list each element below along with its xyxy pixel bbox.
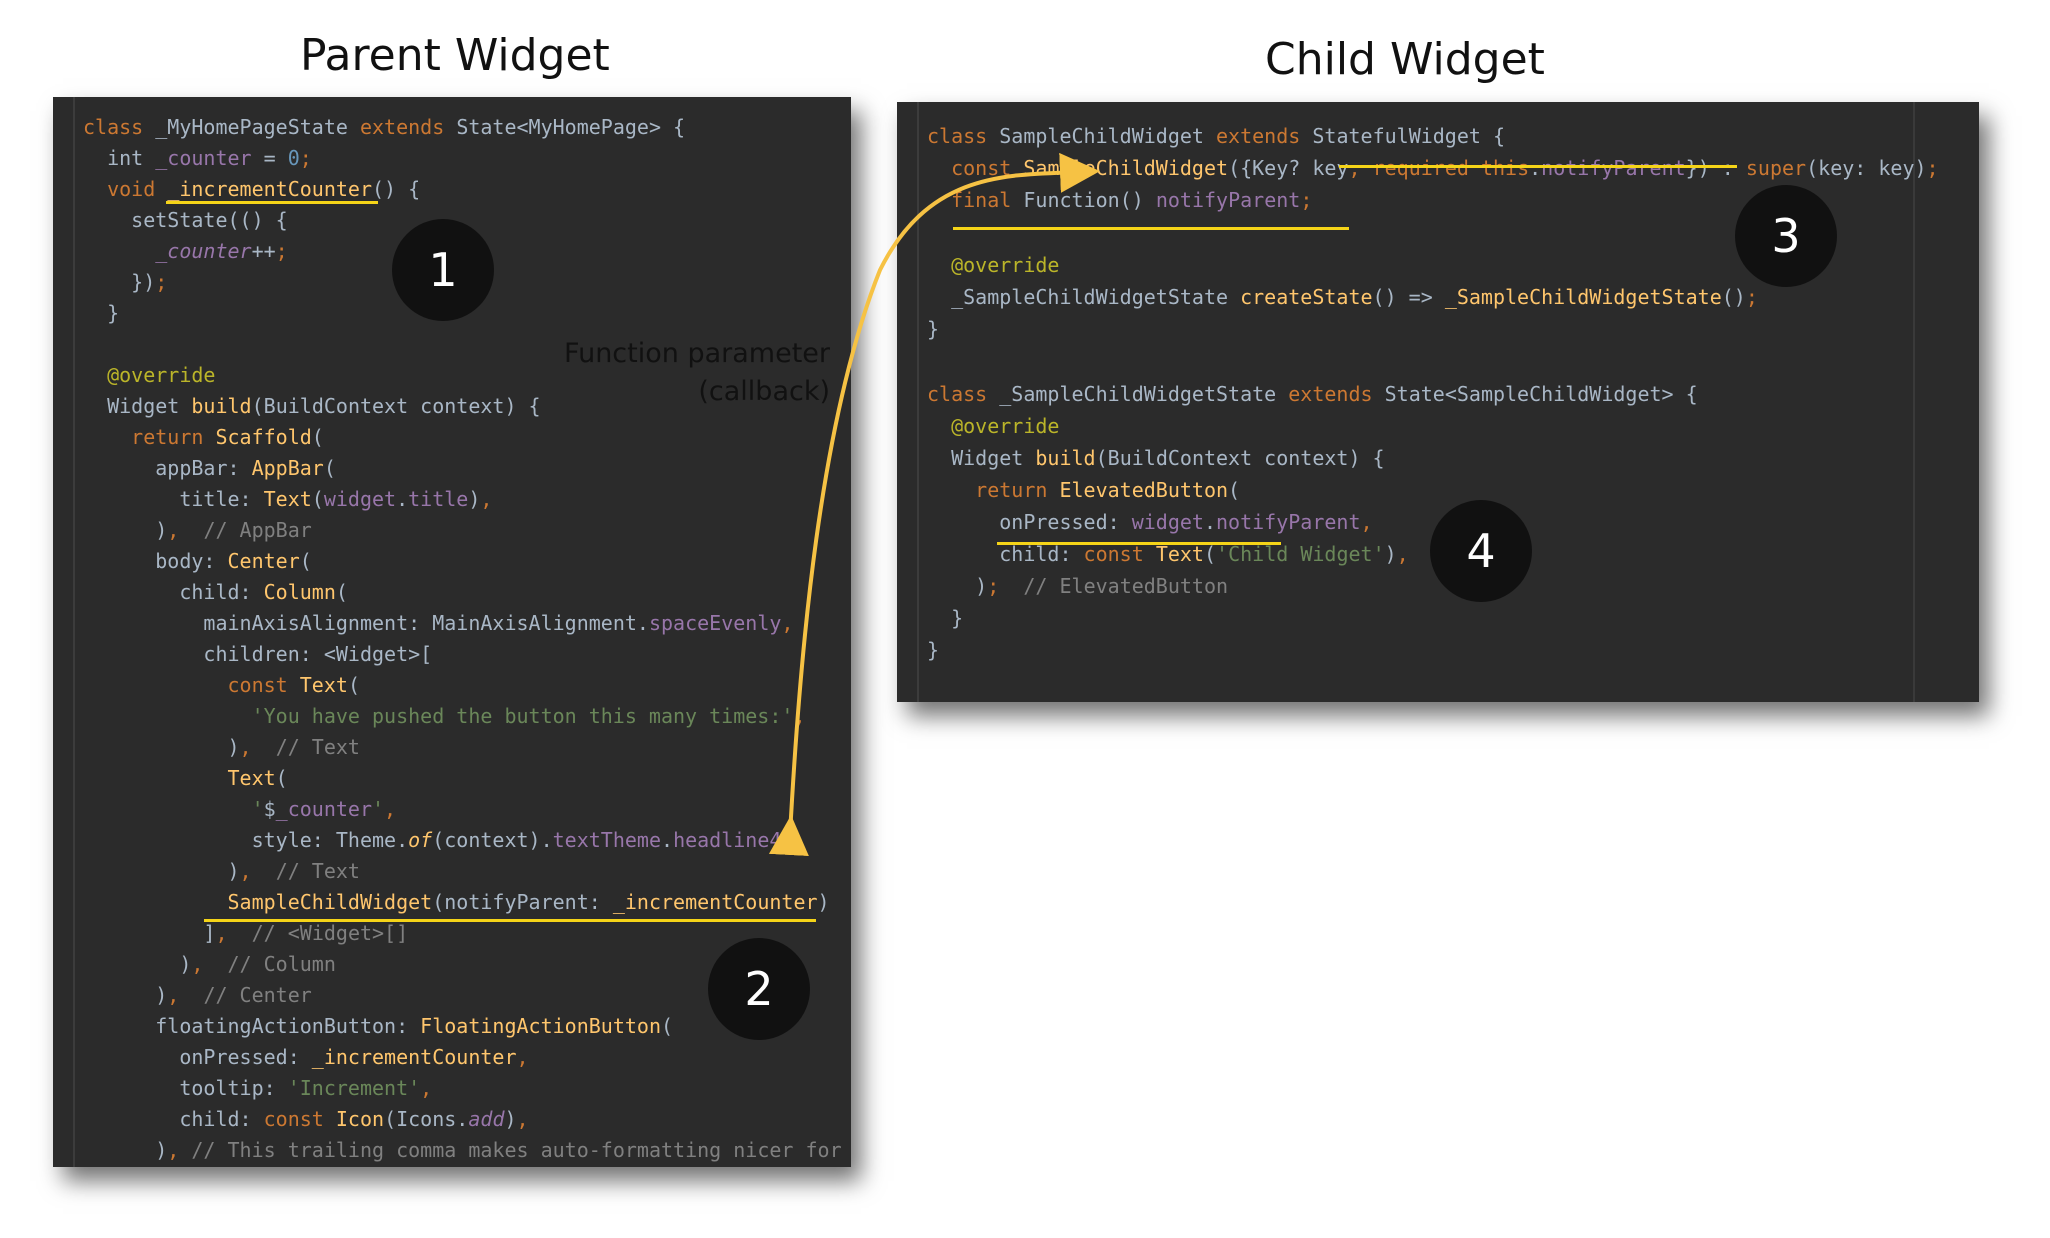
increment-counter-underline xyxy=(166,201,378,204)
step-badge-3: 3 xyxy=(1735,185,1837,287)
code-line: final Function() notifyParent; xyxy=(951,188,1313,212)
sample-child-widget-underline xyxy=(204,919,816,922)
callout-line-1: Function parameter xyxy=(564,338,830,369)
child-widget-heading: Child Widget xyxy=(1265,34,1545,85)
code-line: ), // Column xyxy=(179,952,336,976)
notify-parent-param-underline xyxy=(1339,165,1737,168)
on-pressed-underline xyxy=(997,542,1281,545)
code-line: ), // Center xyxy=(155,983,312,1007)
callout-line-2: (callback) xyxy=(698,376,830,407)
code-line: SampleChildWidget(notifyParent: _increme… xyxy=(227,890,830,914)
child-code-editor[interactable]: class SampleChildWidget extends Stateful… xyxy=(897,102,1979,702)
code-line: ], // <Widget>[] xyxy=(203,921,409,945)
code-line: Widget build(BuildContext context) { xyxy=(951,446,1385,470)
step-badge-2: 2 xyxy=(708,938,810,1040)
code-line: onPressed: _incrementCounter, xyxy=(179,1045,529,1069)
code-line: children: <Widget>[ xyxy=(203,642,433,666)
code-line: } xyxy=(927,317,940,341)
code-line: @override xyxy=(107,363,216,387)
code-line: ); // ElevatedButton xyxy=(975,574,1229,598)
code-line: }); xyxy=(131,270,168,294)
child-code: class SampleChildWidget extends Stateful… xyxy=(927,124,1939,662)
code-line: child: Column( xyxy=(179,580,348,604)
parent-code: class _MyHomePageState extends State<MyH… xyxy=(83,115,842,1162)
code-line: ), // Text xyxy=(227,735,360,759)
callback-callout: Function parameter (callback) xyxy=(560,335,830,411)
final-function-underline xyxy=(953,227,1349,230)
code-line: @override xyxy=(951,253,1060,277)
code-line: ), // AppBar xyxy=(155,518,312,542)
step-badge-1: 1 xyxy=(392,219,494,321)
code-line: title: Text(widget.title), xyxy=(179,487,493,511)
parent-widget-heading: Parent Widget xyxy=(300,30,610,81)
code-line: @override xyxy=(951,414,1060,438)
code-line: tooltip: 'Increment', xyxy=(179,1076,433,1100)
code-line: } xyxy=(107,301,120,325)
code-line: int _counter = 0; xyxy=(107,146,312,170)
code-line: body: Center( xyxy=(155,549,312,573)
code-line: _counter++; xyxy=(155,239,288,263)
code-line: setState(() { xyxy=(131,208,288,232)
code-line: return Scaffold( xyxy=(131,425,324,449)
code-line: Widget build(BuildContext context) { xyxy=(107,394,541,418)
code-line: ), // This trailing comma makes auto-for… xyxy=(155,1138,851,1162)
editor-gutter-line xyxy=(73,97,75,1167)
code-line: appBar: AppBar( xyxy=(155,456,336,480)
code-line: mainAxisAlignment: MainAxisAlignment.spa… xyxy=(203,611,794,635)
code-line: onPressed: widget.notifyParent, xyxy=(999,510,1373,534)
code-line: child: const Icon(Icons.add), xyxy=(179,1107,529,1131)
editor-right-margin xyxy=(1913,102,1915,702)
code-line: child: const Text('Child Widget'), xyxy=(999,542,1409,566)
code-line: class _SampleChildWidgetState extends St… xyxy=(927,382,1698,406)
code-line: class SampleChildWidget extends Stateful… xyxy=(927,124,1506,148)
code-line: floatingActionButton: FloatingActionButt… xyxy=(155,1014,674,1038)
code-line: const Text( xyxy=(227,673,360,697)
code-line: } xyxy=(927,638,940,662)
code-line: '$_counter', xyxy=(251,797,397,821)
code-line: 'You have pushed the button this many ti… xyxy=(251,704,806,728)
editor-gutter-line xyxy=(917,102,919,702)
code-line: return ElevatedButton( xyxy=(975,478,1241,502)
code-line: style: Theme.of(context).textTheme.headl… xyxy=(251,828,794,852)
code-line: Text( xyxy=(227,766,288,790)
code-line: const SampleChildWidget({Key? key, requi… xyxy=(951,156,1939,180)
code-line: } xyxy=(951,606,964,630)
code-line: class _MyHomePageState extends State<MyH… xyxy=(83,115,686,139)
step-badge-4: 4 xyxy=(1430,500,1532,602)
code-line: ), // Text xyxy=(227,859,360,883)
code-line: _SampleChildWidgetState createState() =>… xyxy=(951,285,1758,309)
code-line: void _incrementCounter() { xyxy=(107,177,421,201)
